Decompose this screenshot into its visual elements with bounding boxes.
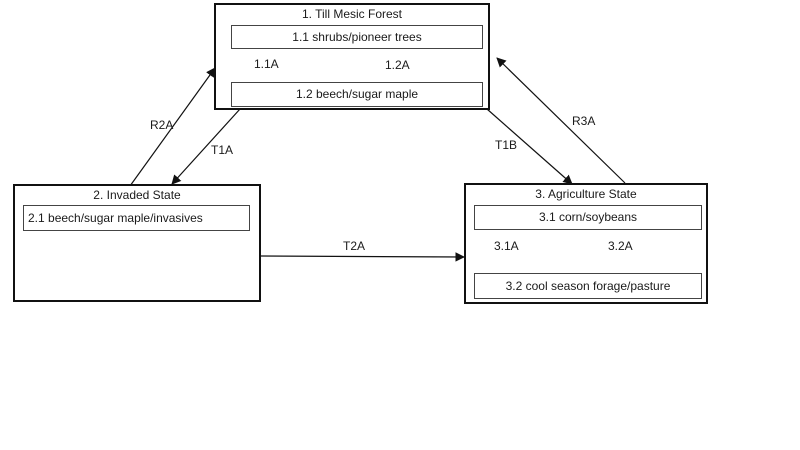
phase-1-1: 1.1 shrubs/pioneer trees	[231, 25, 483, 49]
state-2-title: 2. Invaded State	[93, 188, 181, 202]
state-3-title: 3. Agriculture State	[535, 187, 637, 201]
arrow-t1a	[171, 108, 241, 185]
label-r3a: R3A	[572, 114, 596, 128]
phase-2-1: 2.1 beech/sugar maple/invasives	[23, 205, 250, 231]
arrow-t1b	[486, 108, 573, 185]
arrow-t2a	[260, 252, 465, 262]
label-t2a: T2A	[343, 239, 366, 253]
arrow-r3a	[496, 57, 626, 184]
state-1-box: 1. Till Mesic Forest 1.1 shrubs/pioneer …	[214, 3, 490, 110]
state-2-box: 2. Invaded State 2.1 beech/sugar maple/i…	[13, 184, 261, 302]
label-t1b: T1B	[495, 138, 518, 152]
label-1-2a: 1.2A	[385, 58, 410, 72]
label-t1a: T1A	[211, 143, 234, 157]
state-1-title: 1. Till Mesic Forest	[301, 7, 403, 21]
arrow-r2a	[129, 67, 216, 187]
phase-1-2: 1.2 beech/sugar maple	[231, 82, 483, 107]
label-1-1a: 1.1A	[254, 57, 279, 71]
phase-3-1: 3.1 corn/soybeans	[474, 205, 702, 230]
state-3-box: 3. Agriculture State 3.1 corn/soybeans 3…	[464, 183, 708, 304]
label-r2a: R2A	[150, 118, 174, 132]
phase-3-2: 3.2 cool season forage/pasture	[474, 273, 702, 299]
label-3-1a: 3.1A	[494, 239, 519, 253]
label-3-2a: 3.2A	[608, 239, 633, 253]
